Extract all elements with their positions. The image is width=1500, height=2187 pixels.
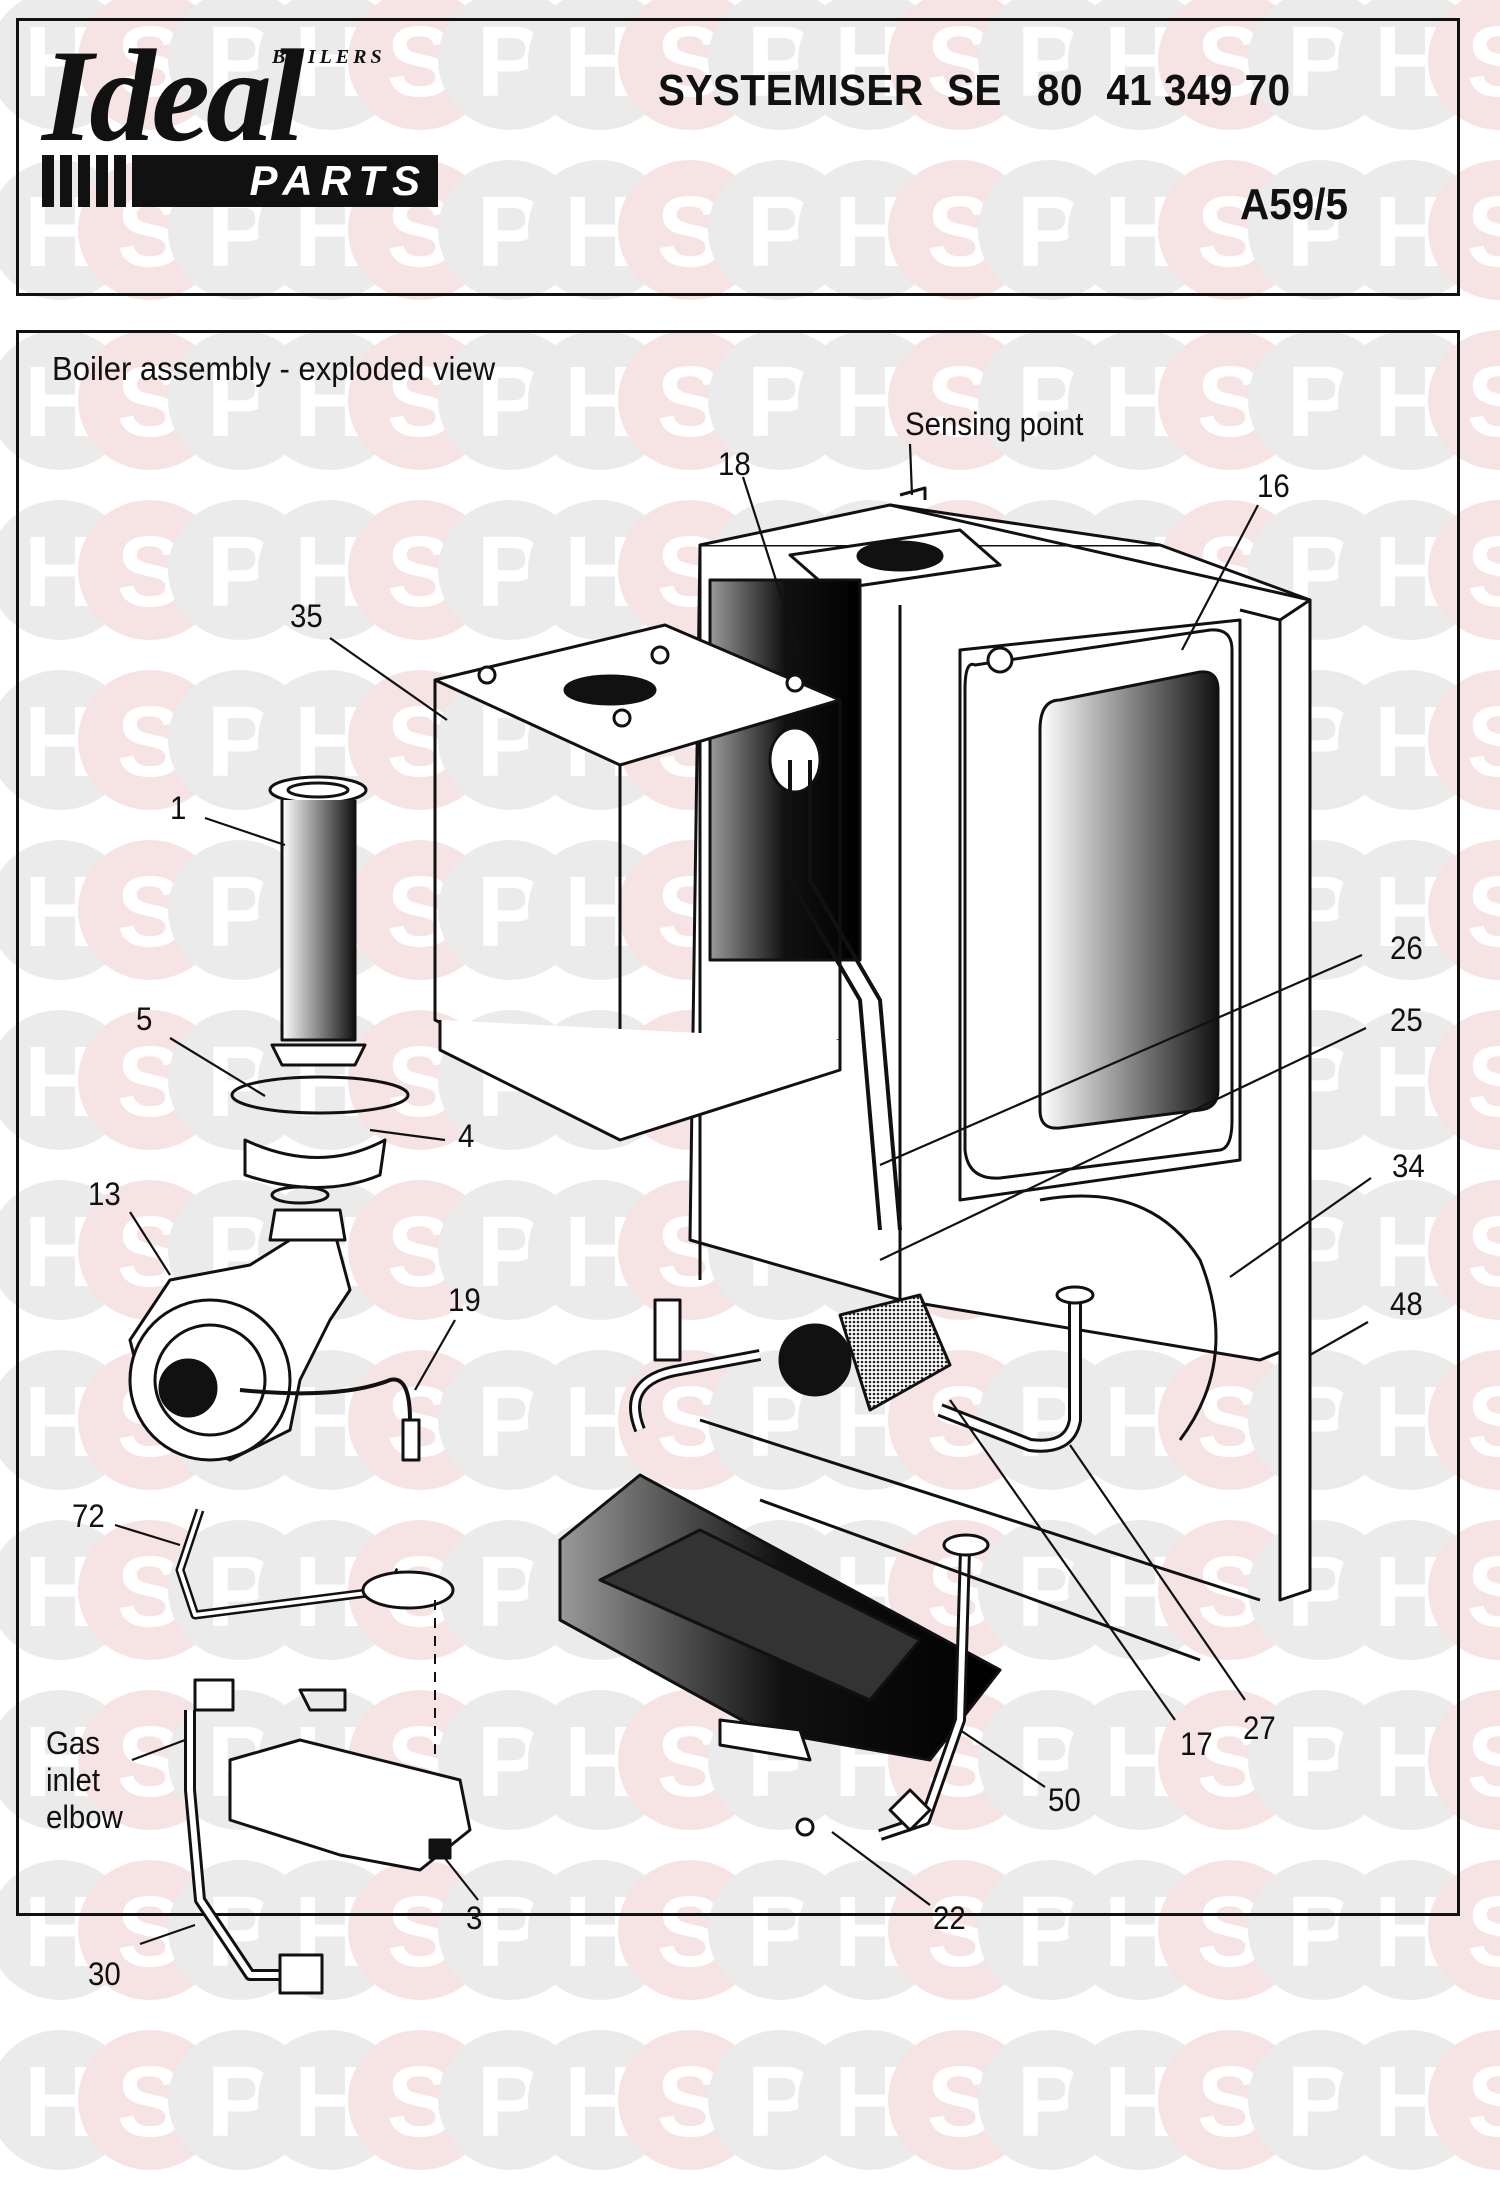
callout-3: 3 [466,1900,483,1936]
gas-valve [228,1600,472,1872]
svg-text:S: S [1467,516,1500,628]
callout-13: 13 [88,1176,121,1212]
callout-48: 48 [1390,1286,1423,1322]
svg-text:S: S [1467,1876,1500,1988]
watermark-tile: S [1428,1010,1500,1150]
leader-50 [959,1729,1046,1788]
watermark-tile: S [1428,670,1500,810]
watermark-tile: S [1428,1350,1500,1490]
callout-34: 34 [1392,1148,1425,1184]
leader-17 [949,1399,1176,1721]
parts-label: PARTS [132,155,438,207]
callout-25: 25 [1390,1002,1423,1038]
svg-text:S: S [1467,2046,1500,2158]
pipe-72 [175,1508,455,1620]
expansion-vessel [558,1418,1261,1841]
leader-sensing-point [908,443,914,496]
svg-text:S: S [1467,1026,1500,1138]
watermark-tile: S [1428,1520,1500,1660]
brand-tagline: BOILERS [272,46,386,68]
pump-assembly [629,1194,1218,1453]
gas-inlet-pipe [184,1678,324,1995]
svg-text:S: S [1467,1196,1500,1308]
leader-35 [329,637,448,721]
watermark-tile: S [1428,500,1500,640]
leader-4 [369,1128,446,1142]
callout-17: 17 [1180,1726,1213,1762]
badge-stripe [42,155,54,207]
brand-logo: Ideal [42,22,305,169]
watermark-tile: S [1428,2030,1500,2170]
leader-22 [831,1831,931,1906]
callout-35: 35 [290,598,323,634]
callout-30: 30 [88,1956,121,1992]
callout-4: 4 [458,1118,475,1154]
callout-16: 16 [1257,468,1290,504]
leader-gas-inlet-elbow [131,1738,186,1762]
leader-72 [114,1523,181,1547]
leader-16 [1181,504,1259,651]
parts-badge: PARTS [42,155,438,207]
callout-50: 50 [1048,1782,1081,1818]
callout-gas-inlet-elbow: Gas inlet elbow [46,1725,123,1835]
diagram-code: A59/5 [1240,180,1349,229]
leader-5 [169,1037,266,1097]
heat-exchanger-casing [688,486,1312,1602]
leader-34 [1229,1177,1372,1278]
watermark-tile: S [1428,1860,1500,2000]
badge-stripe [96,155,108,207]
burner [230,775,410,1205]
svg-text:S: S [1467,1706,1500,1818]
leader-3 [439,1851,479,1901]
badge-stripe [60,155,72,207]
callout-72: 72 [72,1498,105,1534]
svg-text:S: S [1467,1536,1500,1648]
model-title: SYSTEMISER SE 80 41 349 70 [658,66,1291,115]
badge-stripe [114,155,126,207]
leader-25 [879,1027,1367,1261]
combustion-box [433,623,902,1231]
svg-text:S: S [1467,856,1500,968]
callout-26: 26 [1390,930,1423,966]
watermark-tile: S [1428,330,1500,470]
leader-19 [414,1319,456,1391]
header-panel [16,18,1460,296]
watermark-tile: S [1428,160,1500,300]
watermark-tile: S [1428,1690,1500,1830]
watermark-tile: S [1428,840,1500,980]
leader-18 [741,476,802,656]
fan-assembly [128,1208,421,1462]
leader-48 [1309,1321,1369,1356]
badge-stripe [78,155,90,207]
callout-18: 18 [718,446,751,482]
callout-1: 1 [170,790,187,826]
leader-27 [1069,1444,1246,1701]
svg-text:S: S [1467,6,1500,118]
brand-name: Ideal [42,22,305,169]
svg-text:S: S [1467,686,1500,798]
leader-13 [129,1211,171,1276]
svg-text:S: S [1467,346,1500,458]
leader-lines [114,443,1372,1946]
callout-19: 19 [448,1282,481,1318]
svg-text:S: S [1467,176,1500,288]
callout-22: 22 [933,1900,966,1936]
leader-26 [879,953,1363,1167]
leader-30 [139,1923,196,1946]
leader-1 [204,816,286,847]
svg-text:S: S [1467,1366,1500,1478]
watermark-tile: S [1428,1180,1500,1320]
diagram-title: Boiler assembly - exploded view [52,350,496,387]
diagram-panel [16,330,1460,1916]
callout-27: 27 [1243,1710,1276,1746]
callout-5: 5 [136,1001,153,1037]
watermark-tile: S [1428,0,1500,130]
callout-sensing-point: Sensing point [905,406,1084,442]
